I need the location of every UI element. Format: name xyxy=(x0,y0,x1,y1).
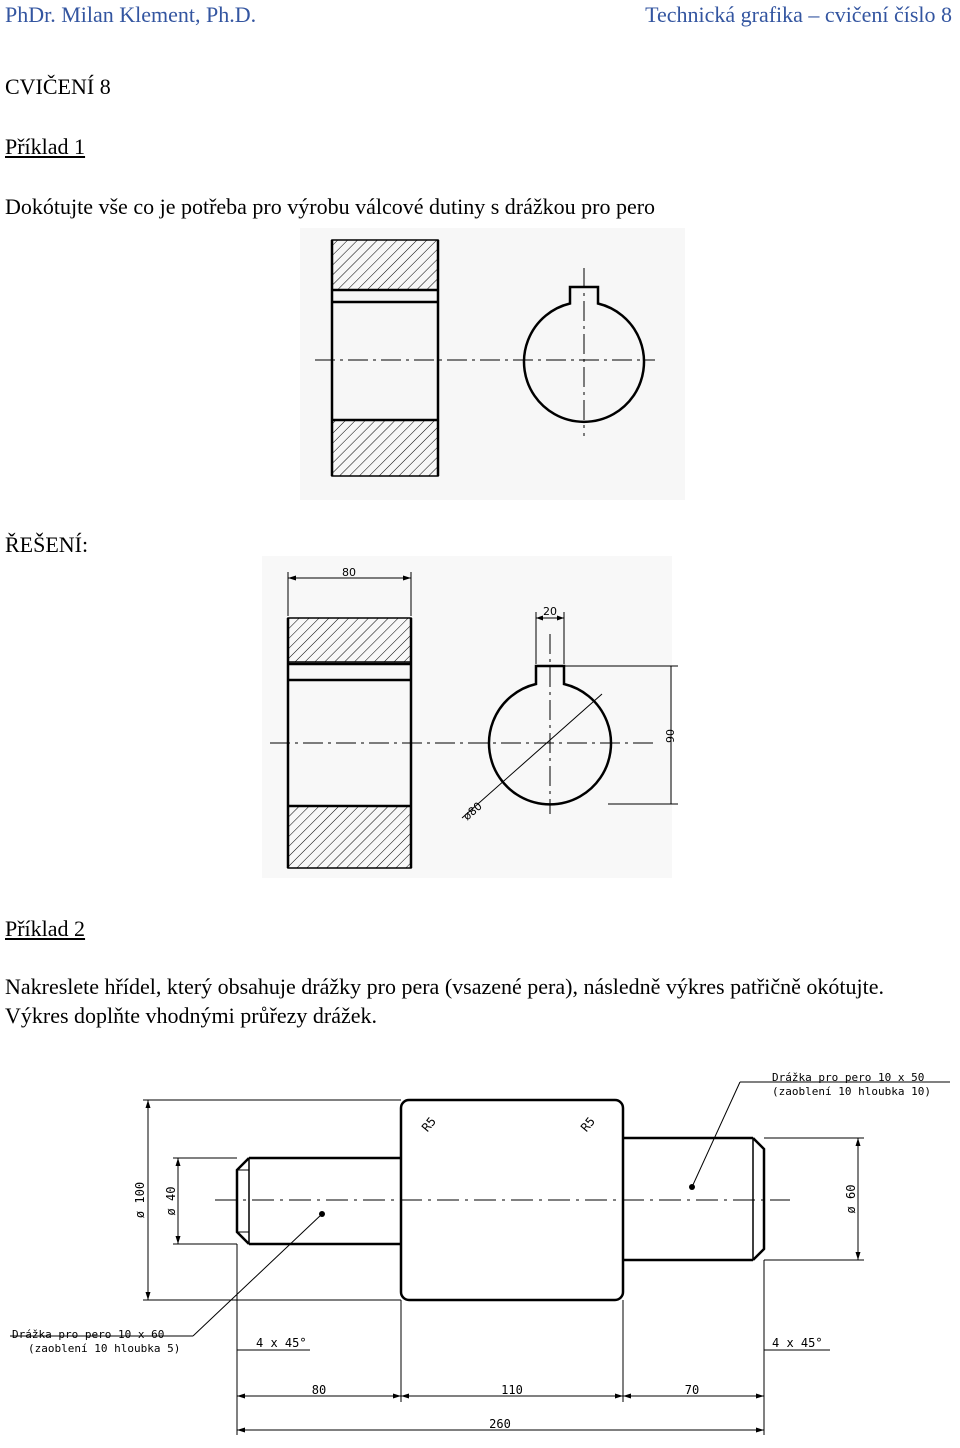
dim-d100: ø 100 xyxy=(133,1182,147,1218)
keyway-right-note-1: Drážka pro pero 10 x 50 xyxy=(772,1071,924,1084)
radius-r5-left: R5 xyxy=(419,1114,439,1134)
dim-depth-90: 90 xyxy=(664,729,677,743)
dim-length-260: 260 xyxy=(489,1417,511,1431)
header-author: PhDr. Milan Klement, Ph.D. xyxy=(5,2,257,27)
solution-label: ŘEŠENÍ: xyxy=(5,532,89,557)
keyway-right-note-2: (zaoblení 10 hloubka 10) xyxy=(772,1085,931,1098)
example2-heading: Příklad 2 xyxy=(5,916,86,941)
chamfer-right: 4 x 45° xyxy=(772,1336,823,1350)
chamfer-left: 4 x 45° xyxy=(256,1336,307,1350)
example1-heading: Příklad 1 xyxy=(5,134,86,159)
dim-key-width-20: 20 xyxy=(543,605,557,618)
keyway-left-note-1: Drážka pro pero 10 x 60 xyxy=(12,1328,164,1341)
header-course: Technická grafika – cvičení číslo 8 xyxy=(645,2,952,27)
drawing-example1 xyxy=(300,228,685,500)
dim-length-80: 80 xyxy=(312,1383,326,1397)
radius-r5-right: R5 xyxy=(578,1114,598,1134)
dim-d60: ø 60 xyxy=(844,1185,858,1214)
dim-width-80: 80 xyxy=(342,566,356,579)
example1-task: Dokótujte vše co je potřeba pro výrobu v… xyxy=(5,194,656,219)
dim-length-70: 70 xyxy=(685,1383,699,1397)
dim-d40: ø 40 xyxy=(164,1187,178,1216)
example2-task: Nakreslete hřídel, který obsahuje drážky… xyxy=(5,974,885,1028)
dim-length-110: 110 xyxy=(501,1383,523,1397)
drawing-solution: 80 20 90 ø80 xyxy=(262,556,678,878)
drawing-shaft: ø 100 ø 40 ø 60 R5 R5 Drážka pro pero 10… xyxy=(10,1071,950,1435)
keyway-left-note-2: (zaoblení 10 hloubka 5) xyxy=(28,1342,180,1355)
page-title: CVIČENÍ 8 xyxy=(5,74,111,99)
